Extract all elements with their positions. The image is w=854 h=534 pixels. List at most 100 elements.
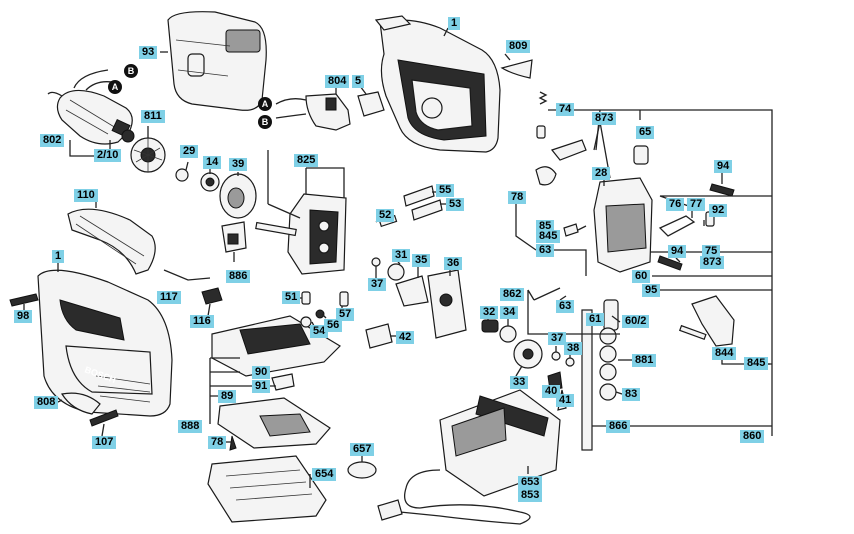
callout-29: 29	[180, 145, 199, 158]
hand-guard	[67, 208, 156, 275]
callout-37-b: 37	[548, 332, 567, 345]
label-strip	[500, 59, 533, 79]
callout-77: 77	[687, 198, 706, 211]
ring-881a	[599, 327, 617, 345]
callout-653: 653	[518, 476, 543, 489]
gear-frame	[287, 193, 347, 275]
callout-825: 825	[294, 154, 319, 167]
washer-37b	[551, 351, 561, 361]
ring-54	[300, 316, 312, 328]
plunger-61	[603, 299, 619, 331]
connector-b-switch: B	[258, 115, 272, 129]
callout-75: 75	[702, 245, 721, 258]
screw-53	[411, 199, 443, 221]
callout-52: 52	[376, 209, 395, 222]
ring-881c	[599, 363, 617, 381]
rod-862	[533, 287, 561, 301]
callout-808: 808	[34, 396, 59, 409]
callout-91: 91	[252, 380, 271, 393]
callout-37-a: 37	[368, 278, 387, 291]
callout-1-top: 1	[448, 17, 461, 30]
screw-55	[403, 185, 435, 207]
callout-31: 31	[392, 249, 411, 262]
clip-part	[550, 139, 587, 161]
shaft-pin	[255, 221, 297, 237]
spring-76	[658, 215, 696, 237]
bracket-part	[535, 166, 557, 186]
callout-89: 89	[218, 390, 237, 403]
slide-plate	[217, 397, 331, 449]
callout-55: 55	[436, 184, 455, 197]
callout-853: 853	[518, 489, 543, 502]
callout-860: 860	[740, 430, 765, 443]
callout-881: 881	[632, 354, 657, 367]
callout-35: 35	[412, 254, 431, 267]
connector-b-motor: B	[124, 64, 138, 78]
callout-40: 40	[542, 385, 561, 398]
fan-gear	[130, 137, 166, 173]
callout-51: 51	[282, 291, 301, 304]
callout-809: 809	[506, 40, 531, 53]
connector-a-motor: A	[108, 80, 122, 94]
callout-866: 866	[606, 420, 631, 433]
callout-61: 61	[586, 313, 605, 326]
ring-34	[499, 325, 517, 343]
callout-78-b: 78	[208, 436, 227, 449]
callout-888: 888	[178, 420, 203, 433]
pin-51	[301, 291, 311, 305]
charger	[439, 389, 561, 497]
callout-41: 41	[556, 394, 575, 407]
callout-95: 95	[642, 284, 661, 297]
callout-92: 92	[709, 204, 728, 217]
callout-94-b: 94	[668, 245, 687, 258]
callout-116: 116	[190, 315, 214, 328]
callout-28: 28	[592, 167, 611, 180]
callout-42: 42	[396, 331, 415, 344]
washer-37a	[371, 257, 381, 267]
lever-808	[61, 392, 101, 415]
callout-654: 654	[312, 468, 337, 481]
callout-93: 93	[139, 46, 158, 59]
clip-116	[201, 287, 223, 305]
callout-78-a: 78	[508, 191, 527, 204]
callout-39: 39	[229, 158, 248, 171]
allen-key	[163, 269, 211, 281]
plunger-housing	[593, 177, 653, 273]
callout-60-2: 60/2	[622, 315, 650, 328]
callout-57: 57	[336, 308, 355, 321]
callout-60: 60	[632, 270, 651, 283]
lever-844	[691, 295, 735, 347]
plug	[377, 499, 403, 521]
callout-107: 107	[92, 436, 117, 449]
spring-74	[538, 91, 548, 105]
washer-56	[315, 309, 325, 319]
part-85	[563, 223, 579, 237]
washer-38	[565, 357, 575, 367]
callout-83: 83	[622, 388, 641, 401]
plunger-rod-866	[581, 309, 593, 451]
callout-811: 811	[141, 110, 165, 123]
bearing-14	[200, 172, 220, 192]
cam-gear-39	[219, 173, 257, 219]
switch-assembly	[275, 93, 351, 131]
counterweight-36	[427, 269, 467, 339]
callout-845-a: 845	[536, 230, 561, 243]
callout-657: 657	[350, 443, 375, 456]
callout-74: 74	[556, 103, 575, 116]
callout-845-b: 845	[744, 357, 769, 370]
bushing-65	[633, 145, 649, 165]
callout-85: 85	[536, 220, 555, 233]
pin-844	[678, 324, 707, 341]
screw-107	[89, 409, 119, 427]
motor-bearing	[121, 129, 135, 143]
callout-886: 886	[226, 270, 251, 283]
callout-65: 65	[636, 126, 655, 139]
callout-1-left: 1	[52, 250, 65, 263]
callout-110: 110	[74, 189, 98, 202]
nozzle-657	[347, 461, 377, 479]
ring-881b	[599, 345, 617, 363]
callout-54: 54	[310, 325, 329, 338]
callout-76: 76	[666, 198, 685, 211]
